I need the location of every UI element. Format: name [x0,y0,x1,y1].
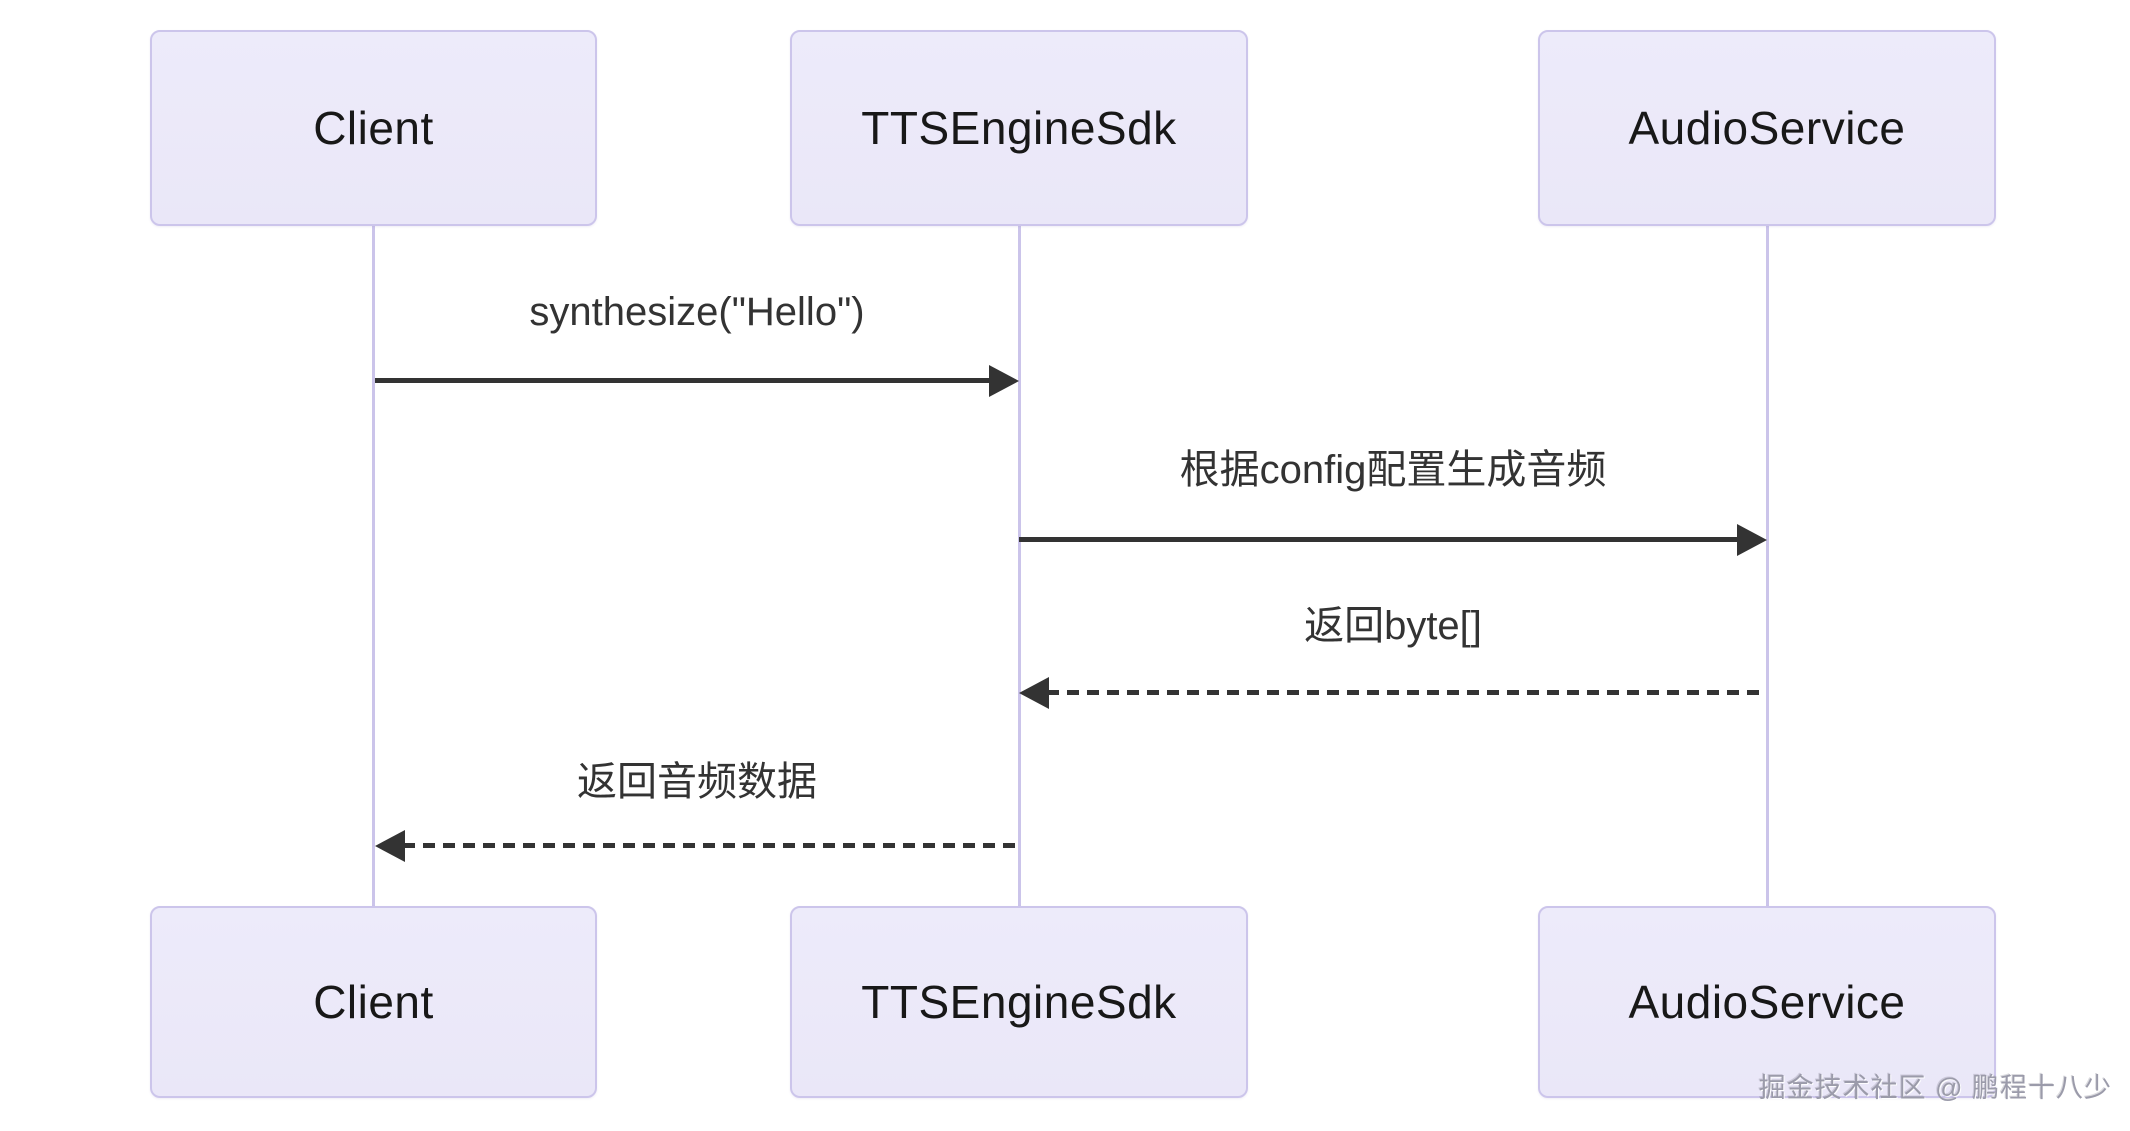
actor-label: AudioService [1628,102,1906,154]
actor-top-ttsenginesdk: TTSEngineSdk [790,30,1248,226]
lifeline-ttsenginesdk [1018,226,1021,906]
arrowhead-left-icon [1019,677,1049,709]
actor-label: Client [313,976,434,1028]
message-arrow-3 [1047,690,1767,695]
actor-bottom-client: Client [150,906,597,1098]
message-arrow-1 [375,378,991,383]
message-label-generate-audio: 根据config配置生成音频 [1179,448,1607,492]
actor-top-client: Client [150,30,597,226]
message-arrow-2 [1019,537,1737,542]
actor-label: AudioService [1628,976,1906,1028]
arrowhead-right-icon [989,365,1019,397]
actor-bottom-audioservice: AudioService [1538,906,1996,1098]
actor-label: Client [313,102,434,154]
arrowhead-right-icon [1737,524,1767,556]
actor-bottom-ttsenginesdk: TTSEngineSdk [790,906,1248,1098]
message-arrow-4 [403,843,1019,848]
actor-top-audioservice: AudioService [1538,30,1996,226]
message-label-return-bytes: 返回byte[] [1304,604,1482,648]
watermark: 掘金技术社区 @ 鹏程十八少 [1758,1073,2112,1103]
lifeline-audioservice [1766,226,1769,906]
actor-label: TTSEngineSdk [861,976,1177,1028]
lifeline-client [372,226,375,906]
message-label-return-audio-data: 返回音频数据 [577,760,817,804]
message-label-synthesize: synthesize("Hello") [529,290,865,334]
actor-label: TTSEngineSdk [861,102,1177,154]
arrowhead-left-icon [375,830,405,862]
